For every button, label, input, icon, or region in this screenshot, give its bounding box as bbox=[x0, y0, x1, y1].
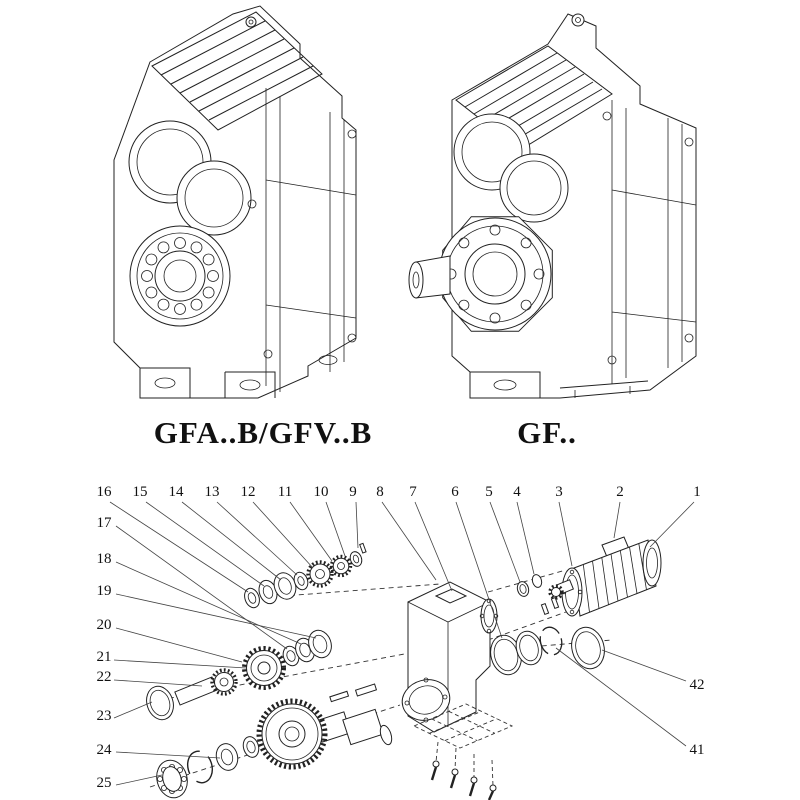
callout-13: 13 bbox=[205, 484, 220, 500]
callout-14: 14 bbox=[169, 484, 185, 500]
callout-2: 2 bbox=[616, 484, 624, 500]
gear-housing bbox=[401, 581, 499, 733]
gearbox-drawing-gfab bbox=[113, 5, 357, 399]
callout-22: 22 bbox=[97, 669, 112, 685]
gear-boss-2 bbox=[499, 153, 569, 223]
callout-3: 3 bbox=[555, 484, 563, 500]
output-shaft-step2 bbox=[342, 708, 384, 746]
motor-pinion bbox=[548, 584, 564, 600]
motor-assembly bbox=[548, 536, 662, 617]
side-panel-frame bbox=[265, 88, 357, 392]
callout-5: 5 bbox=[485, 484, 493, 500]
callout-numbers-left: 17 18 19 20 21 22 23 24 25 bbox=[97, 515, 113, 791]
gear-boss-2 bbox=[176, 160, 252, 236]
seal-rings bbox=[490, 574, 605, 676]
callout-19: 19 bbox=[97, 583, 112, 599]
housing-outline bbox=[451, 13, 697, 399]
callout-16: 16 bbox=[97, 484, 113, 500]
side-panel-frame bbox=[611, 100, 697, 384]
mounting-feet bbox=[470, 371, 649, 398]
exploded-view: 16 15 14 13 12 11 10 9 8 7 6 5 4 3 2 1 1… bbox=[97, 484, 705, 800]
model-label-right: GF.. bbox=[517, 415, 577, 450]
key-1 bbox=[329, 690, 350, 703]
callout-9: 9 bbox=[349, 484, 357, 500]
output-flange bbox=[438, 216, 553, 332]
mounting-feet bbox=[140, 355, 338, 398]
input-shaft-parts bbox=[244, 542, 367, 609]
intermediate-gear bbox=[242, 646, 286, 690]
bolt bbox=[430, 760, 497, 800]
model-label-left: GFA..B/GFV..B bbox=[154, 415, 373, 450]
callout-23: 23 bbox=[97, 708, 112, 724]
callout-numbers-top: 16 15 14 13 12 11 10 9 8 7 6 5 4 3 2 1 bbox=[97, 484, 701, 500]
input-gear bbox=[306, 560, 334, 588]
callout-6: 6 bbox=[451, 484, 459, 500]
cooling-ribs bbox=[151, 11, 323, 131]
output-ball-bearing bbox=[156, 759, 188, 799]
callout-10: 10 bbox=[314, 484, 329, 500]
callout-7: 7 bbox=[409, 484, 417, 500]
callout-1: 1 bbox=[693, 484, 701, 500]
callout-15: 15 bbox=[133, 484, 148, 500]
output-shaft bbox=[408, 255, 451, 299]
circlip bbox=[186, 750, 214, 784]
input-pinion bbox=[329, 554, 353, 578]
output-shaft-parts bbox=[156, 683, 393, 799]
lifting-eye-hole bbox=[245, 16, 257, 28]
callout-4: 4 bbox=[513, 484, 521, 500]
adapter-ring bbox=[571, 626, 605, 670]
callout-42: 42 bbox=[690, 677, 705, 693]
callout-numbers-right: 42 41 bbox=[690, 677, 705, 758]
gearbox-drawing-gf bbox=[408, 13, 697, 399]
output-opening bbox=[401, 679, 451, 721]
intermediate-shaft-parts bbox=[146, 629, 332, 721]
snap-ring bbox=[539, 626, 563, 656]
callout-25: 25 bbox=[97, 775, 112, 791]
pinion-shaft bbox=[174, 676, 218, 706]
callout-11: 11 bbox=[278, 484, 292, 500]
key-2 bbox=[354, 683, 378, 697]
lifting-eye-hole bbox=[571, 13, 585, 27]
callout-17: 17 bbox=[97, 515, 113, 531]
output-bearing bbox=[129, 225, 231, 327]
leader-lines bbox=[109, 501, 695, 786]
callout-20: 20 bbox=[97, 617, 112, 633]
callout-24: 24 bbox=[97, 742, 113, 758]
callout-41: 41 bbox=[690, 742, 705, 758]
callout-18: 18 bbox=[97, 551, 112, 567]
fan-cover bbox=[642, 539, 662, 587]
motor-ribs bbox=[582, 543, 647, 613]
assembly-axis-lines bbox=[149, 569, 613, 788]
callout-12: 12 bbox=[241, 484, 256, 500]
callout-8: 8 bbox=[376, 484, 384, 500]
output-gear bbox=[256, 698, 328, 770]
callout-21: 21 bbox=[97, 649, 112, 665]
gasket-and-bolts bbox=[412, 703, 514, 800]
cooling-ribs bbox=[455, 45, 613, 151]
